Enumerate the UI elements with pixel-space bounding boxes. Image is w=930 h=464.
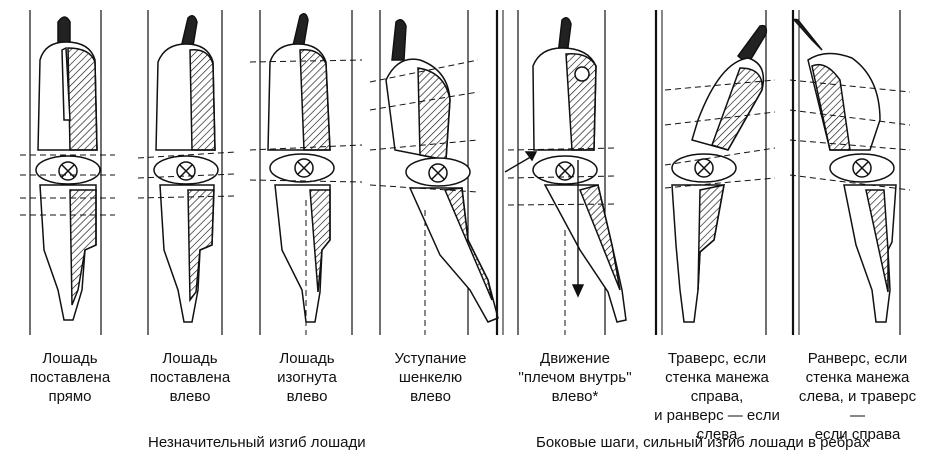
horse-bent-left bbox=[267, 13, 335, 323]
figure-2-positioned-left bbox=[137, 10, 236, 335]
caption-positioned-left: Лошадь поставлена влево bbox=[149, 350, 231, 405]
figure-6-travers bbox=[654, 10, 776, 335]
horse-travers bbox=[671, 24, 768, 323]
horse-renvers bbox=[793, 18, 897, 323]
caption-shoulder-in: Движение ''плечом внутрь'' влево* bbox=[518, 350, 632, 405]
group-caption-lateral-steps: Боковые шаги, сильный изгиб лошади в реб… bbox=[536, 434, 870, 451]
caption-renvers: Ранверс, если стенка манежа слева, и тра… bbox=[798, 350, 917, 443]
group-caption-slight-bend: Незначительный изгиб лошади bbox=[148, 434, 366, 451]
movement-arrow bbox=[504, 151, 585, 298]
figure-1-straight bbox=[20, 10, 115, 335]
figure-3-bent-left bbox=[249, 10, 363, 335]
figure-7-renvers bbox=[789, 10, 911, 335]
caption-bent-left: Лошадь изогнута влево bbox=[277, 350, 337, 405]
horse-straight bbox=[35, 16, 101, 321]
figure-5-shoulder-in bbox=[495, 10, 627, 335]
figure-4-leg-yield bbox=[369, 10, 499, 335]
caption-straight: Лошадь поставлена прямо bbox=[29, 350, 111, 405]
horse-shoulder-in bbox=[532, 17, 627, 323]
horse-positioned-left bbox=[153, 15, 219, 323]
horse-leg-yield bbox=[385, 19, 499, 323]
caption-travers: Траверс, если стенка манежа справа, и ра… bbox=[654, 350, 780, 443]
caption-leg-yield: Уступание шенкелю влево bbox=[394, 350, 467, 405]
